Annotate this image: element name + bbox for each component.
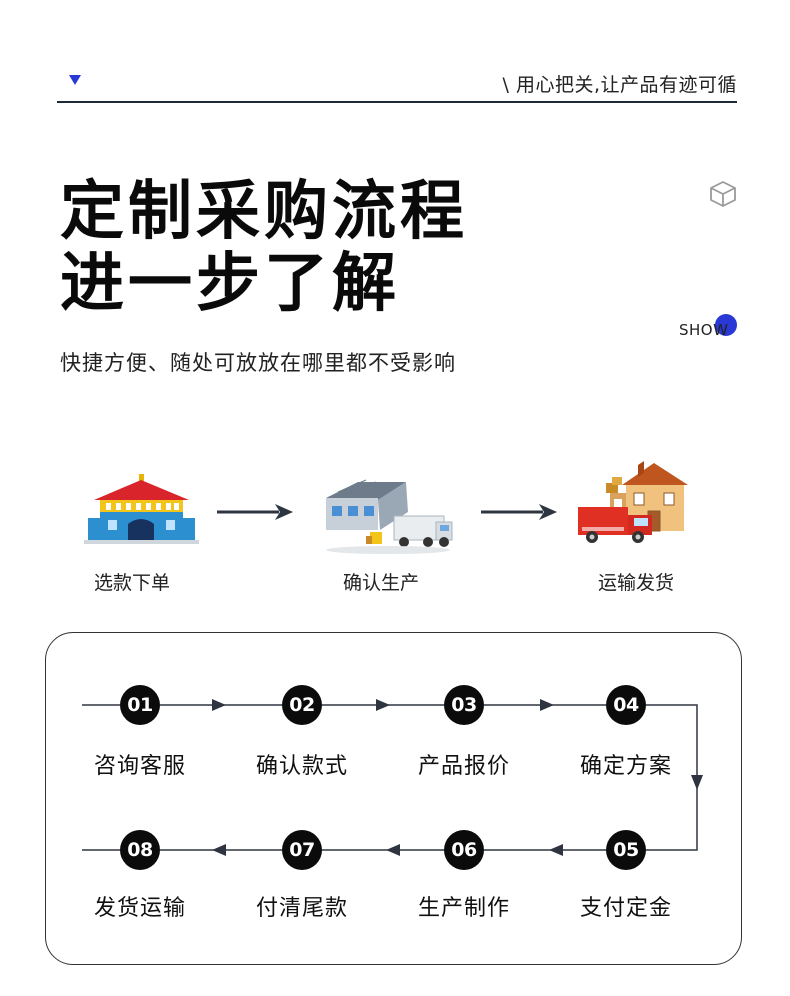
page-title-line1: 定制采购流程 <box>60 175 468 249</box>
step-label: 咨询客服 <box>93 754 186 779</box>
step-number-badge: 02 <box>282 685 322 725</box>
cube-icon <box>710 181 736 207</box>
show-badge: SHOW <box>679 321 729 339</box>
step-label: 发货运输 <box>93 896 186 921</box>
show-dot-icon <box>715 314 737 336</box>
triangle-marker-icon <box>69 75 81 85</box>
step-number-badge: 05 <box>606 830 646 870</box>
delivery-van-house-icon <box>578 461 688 543</box>
page-title-line2: 进一步了解 <box>60 247 400 321</box>
step-number-badge: 01 <box>120 685 160 725</box>
steps-panel <box>45 632 742 965</box>
step-number-badge: 06 <box>444 830 484 870</box>
step-label: 产品报价 <box>417 754 510 779</box>
page-subtitle: 快捷方便、随处可放放在哪里都不受影响 <box>60 351 456 375</box>
shop-building-icon <box>84 474 199 544</box>
header-slogan: \ 用心把关,让产品有迹可循 <box>502 74 737 96</box>
step-label: 支付定金 <box>579 896 672 921</box>
arrow-right-icon <box>481 504 557 520</box>
step-label: 生产制作 <box>417 896 510 921</box>
step-number-badge: 04 <box>606 685 646 725</box>
step-number-badge: 08 <box>120 830 160 870</box>
step-label: 确定方案 <box>579 754 672 779</box>
process-label-shipping: 运输发货 <box>598 572 675 594</box>
arrow-right-icon <box>217 504 293 520</box>
process-label-order: 选款下单 <box>94 572 171 594</box>
step-number-badge: 03 <box>444 685 484 725</box>
step-label: 付清尾款 <box>255 896 348 921</box>
header-divider <box>57 101 737 103</box>
step-number-badge: 07 <box>282 830 322 870</box>
factory-truck-icon <box>326 479 453 554</box>
process-label-production: 确认生产 <box>343 572 420 594</box>
step-label: 确认款式 <box>255 754 348 779</box>
